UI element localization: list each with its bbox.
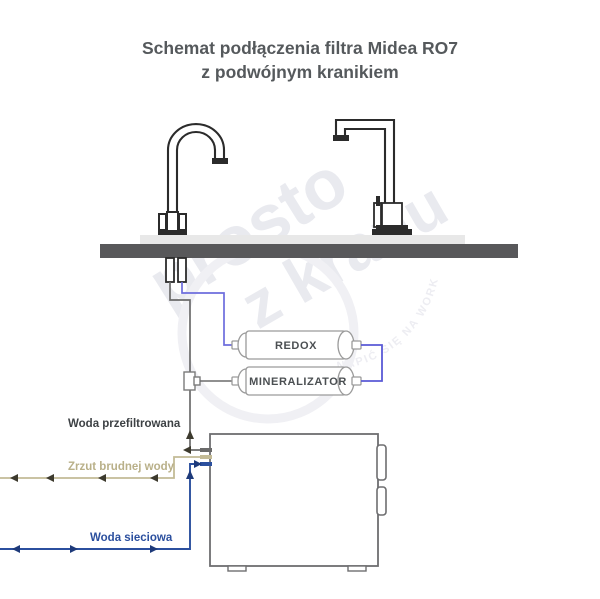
arrow-filtered-left — [183, 446, 191, 454]
title-line-2: z podwójnym kranikiem — [201, 62, 398, 82]
cartridge-mineralizator: MINERALIZATOR — [231, 366, 362, 396]
waste-arrows — [10, 474, 158, 482]
arrow-mains-up — [186, 470, 194, 479]
ro-unit — [209, 433, 387, 572]
arrow-waste-3 — [46, 474, 54, 482]
arrow-mains-3 — [150, 545, 158, 553]
ro-unit-tab-lower — [376, 486, 387, 516]
port-waste — [200, 455, 212, 459]
page-title: Schemat podłączenia filtra Midea RO7 z p… — [142, 38, 458, 82]
cartridge-redox-label: REDOX — [275, 340, 317, 352]
label-waste-water: Zrzut brudnej wody — [68, 461, 175, 473]
faucet-right — [333, 118, 412, 235]
cartridge-redox: REDOX — [231, 330, 362, 360]
arrow-mains-1 — [12, 545, 20, 553]
ro-unit-foot-left — [227, 565, 247, 572]
tube-faucet-to-tee — [169, 282, 191, 380]
arrow-waste-4 — [10, 474, 18, 482]
faucet-left-handle-cold — [158, 213, 167, 231]
cartridge-mineralizator-label: MINERALIZATOR — [249, 376, 347, 388]
ro-unit-ports — [200, 448, 212, 466]
ro-unit-tab-upper — [376, 444, 387, 481]
ro-unit-foot-right — [347, 565, 367, 572]
mains-arrows — [12, 460, 202, 553]
arrow-waste-1 — [150, 474, 158, 482]
faucet-right-lever — [373, 202, 382, 228]
port-inlet — [200, 462, 212, 466]
arrow-mains-2 — [70, 545, 78, 553]
countertop — [100, 235, 518, 258]
arrow-waste-2 — [98, 474, 106, 482]
tube-faucet-to-redox — [181, 282, 236, 346]
port-filtered — [200, 448, 212, 452]
label-filtered-water: Woda przefiltrowana — [68, 418, 181, 430]
label-mains-water: Woda sieciowa — [90, 532, 173, 544]
tube-redox-to-mineralizator — [361, 344, 383, 382]
faucet-left-handle-hot — [178, 213, 187, 231]
faucet-left — [158, 122, 228, 237]
line-waste-water — [0, 456, 203, 479]
arrow-filtered-up — [186, 430, 194, 439]
arrow-mains-into-port — [194, 460, 202, 468]
title-line-1: Schemat podłączenia filtra Midea RO7 — [142, 38, 458, 58]
